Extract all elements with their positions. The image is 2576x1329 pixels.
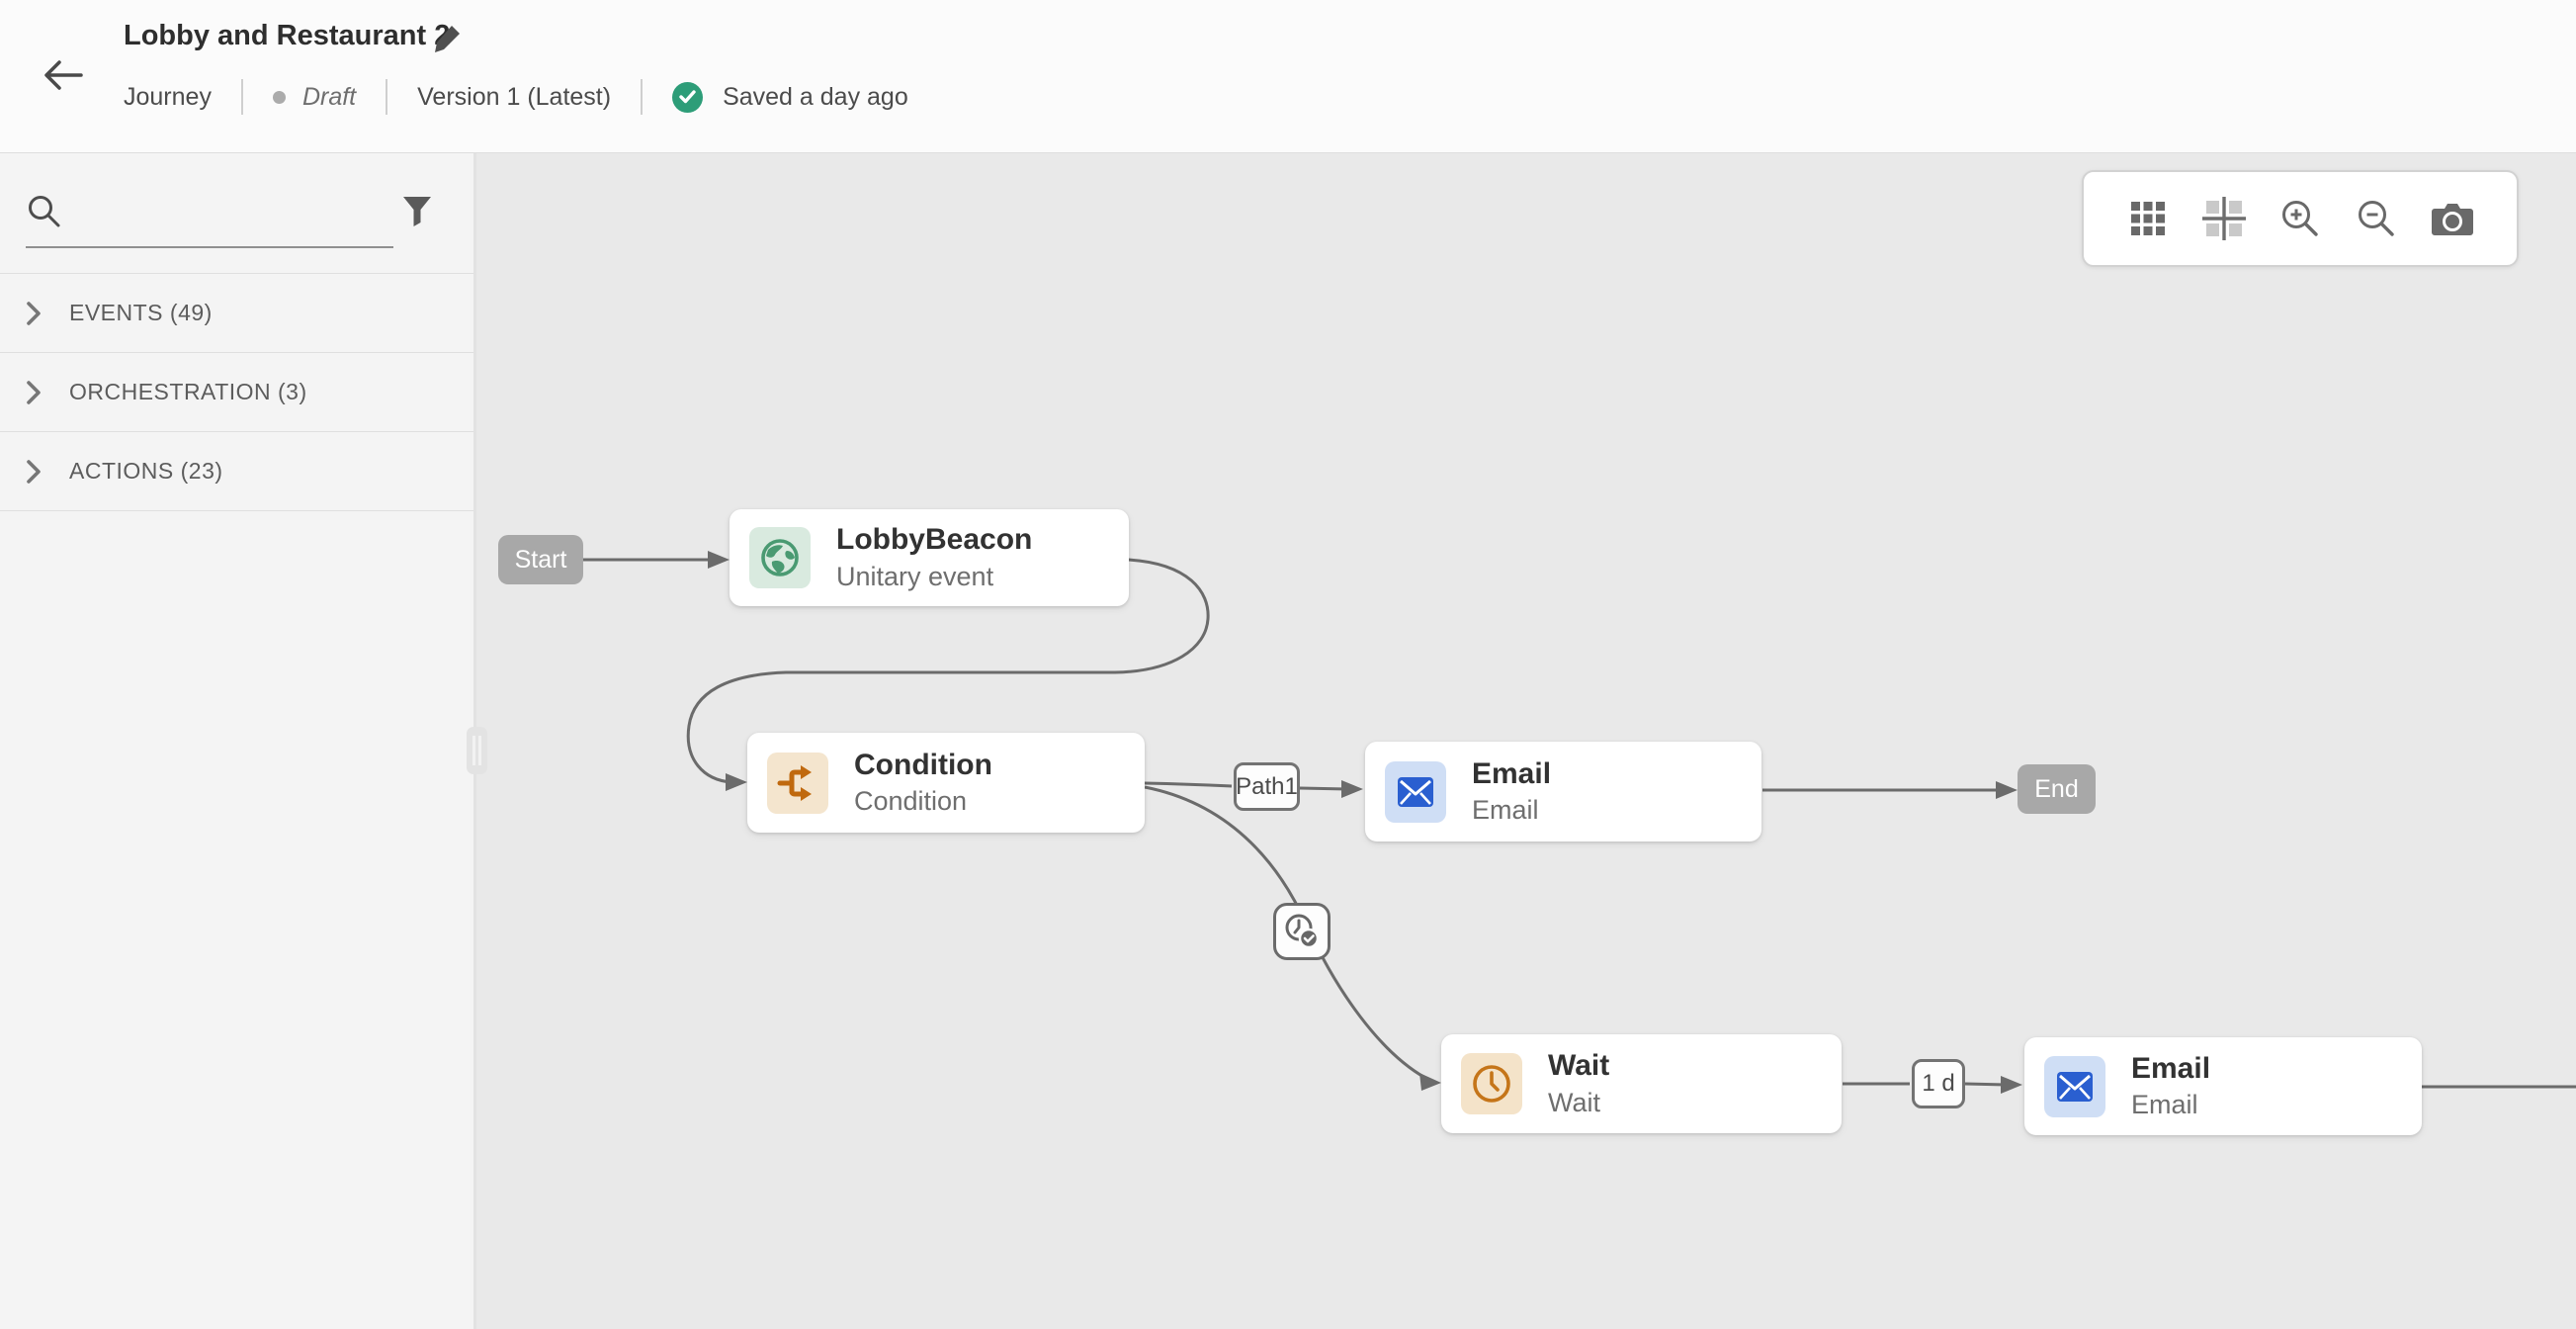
divider <box>0 510 473 511</box>
grid-view-icon <box>2130 202 2165 235</box>
arrowhead <box>2001 1076 2022 1094</box>
node-text: Email Email <box>2131 1052 2210 1121</box>
snapshot-icon <box>2432 204 2474 235</box>
path1-label-chip[interactable]: Path1 <box>1234 762 1300 811</box>
edge-path1-to-email <box>1299 786 1348 791</box>
pencil-icon <box>435 26 460 52</box>
end-chip[interactable]: End <box>2018 764 2096 814</box>
palette-search-row <box>0 153 476 273</box>
path1-label: Path1 <box>1236 772 1298 800</box>
sidebar-resize-handle[interactable] <box>467 727 487 774</box>
wait-delay-chip[interactable]: 1 d <box>1912 1059 1965 1108</box>
saved-check-icon <box>672 81 704 113</box>
journey-meta-row: Journey Draft Version 1 (Latest) Saved a… <box>124 77 908 117</box>
section-label: ACTIONS (23) <box>69 458 223 484</box>
start-chip-label: Start <box>514 545 567 574</box>
email-icon-tile <box>2044 1055 2105 1117</box>
node-text: Email Email <box>1472 757 1551 827</box>
divider <box>641 79 644 115</box>
edge-delay-to-email2 <box>1964 1082 2008 1087</box>
node-lobbybeacon[interactable]: LobbyBeacon Unitary event <box>730 509 1129 606</box>
arrowhead <box>1341 780 1363 798</box>
divider <box>240 79 243 115</box>
sidebar-section-actions[interactable]: ACTIONS (23) <box>0 431 473 510</box>
zoom-out-button[interactable] <box>2351 193 2402 244</box>
node-subtitle: Email <box>1472 795 1539 826</box>
sidebar-section-orchestration[interactable]: ORCHESTRATION (3) <box>0 352 473 431</box>
section-label: ORCHESTRATION (3) <box>69 379 307 404</box>
header: Lobby and Restaurant 2 Journey Draft Ver… <box>0 0 2576 153</box>
wait-clock-icon <box>1473 1065 1510 1103</box>
node-title: Email <box>2131 1051 2211 1085</box>
node-text: LobbyBeacon Unitary event <box>836 523 1032 592</box>
fit-view-button[interactable] <box>2198 193 2250 244</box>
arrowhead <box>726 773 747 791</box>
page-title: Lobby and Restaurant 2 <box>124 20 451 51</box>
timer-condition-badge[interactable] <box>1273 903 1331 960</box>
node-email-1[interactable]: Email Email <box>1365 742 1761 842</box>
filter-icon <box>403 197 431 226</box>
node-title: Email <box>1472 756 1552 790</box>
node-subtitle: Condition <box>854 786 968 817</box>
arrowhead <box>1996 781 2018 799</box>
edge-condition-to-path1 <box>1144 781 1233 788</box>
node-subtitle: Email <box>2131 1090 2198 1120</box>
node-text: Condition Condition <box>854 749 992 818</box>
grid-view-button[interactable] <box>2122 193 2174 244</box>
end-chip-label: End <box>2034 774 2079 803</box>
node-condition[interactable]: Condition Condition <box>747 733 1145 833</box>
section-label: EVENTS (49) <box>69 300 213 325</box>
saved-status-text: Saved a day ago <box>723 82 908 111</box>
back-arrow-icon <box>44 60 83 90</box>
email-icon <box>2057 1071 2093 1102</box>
status-dot-icon <box>272 90 286 104</box>
zoom-in-button[interactable] <box>2275 193 2326 244</box>
node-subtitle: Unitary event <box>836 561 994 591</box>
start-chip[interactable]: Start <box>498 535 583 584</box>
fit-view-icon <box>2201 197 2246 240</box>
sidebar-section-events[interactable]: EVENTS (49) <box>0 273 473 352</box>
condition-icon <box>777 764 812 801</box>
search-input[interactable] <box>26 191 393 248</box>
node-subtitle: Wait <box>1548 1087 1600 1117</box>
canvas-toolbar <box>2082 170 2519 267</box>
filter-button[interactable] <box>399 193 439 232</box>
chevron-right-icon <box>27 301 41 325</box>
email-icon-tile <box>1385 760 1446 823</box>
unitary-event-icon <box>761 539 799 576</box>
arrowhead <box>708 551 730 569</box>
email-icon <box>1398 776 1433 807</box>
node-email-2[interactable]: Email Email <box>2024 1037 2422 1135</box>
version-label[interactable]: Version 1 (Latest) <box>417 82 612 111</box>
condition-icon-tile <box>767 752 828 814</box>
status-badge: Draft <box>301 82 357 111</box>
chevron-right-icon <box>27 380 41 404</box>
snapshot-button[interactable] <box>2427 193 2478 244</box>
node-wait[interactable]: Wait Wait <box>1441 1034 1842 1133</box>
timer-check-icon <box>1285 914 1320 949</box>
wait-delay-label: 1 d <box>1922 1070 1955 1097</box>
node-title: Condition <box>854 748 992 781</box>
journey-type-label: Journey <box>124 82 212 111</box>
arrowhead <box>1419 1073 1441 1091</box>
node-title: LobbyBeacon <box>836 523 1033 557</box>
node-text: Wait Wait <box>1548 1049 1609 1118</box>
zoom-out-icon <box>2359 201 2394 236</box>
palette-sidebar: EVENTS (49) ORCHESTRATION (3) ACTIONS (2… <box>0 153 476 1329</box>
event-icon-tile <box>749 527 811 588</box>
divider <box>386 79 388 115</box>
edit-title-button[interactable] <box>432 22 466 55</box>
wait-icon-tile <box>1461 1053 1522 1114</box>
zoom-in-icon <box>2281 201 2318 236</box>
chevron-right-icon <box>27 459 41 484</box>
node-title: Wait <box>1548 1049 1610 1083</box>
back-button[interactable] <box>42 55 85 95</box>
